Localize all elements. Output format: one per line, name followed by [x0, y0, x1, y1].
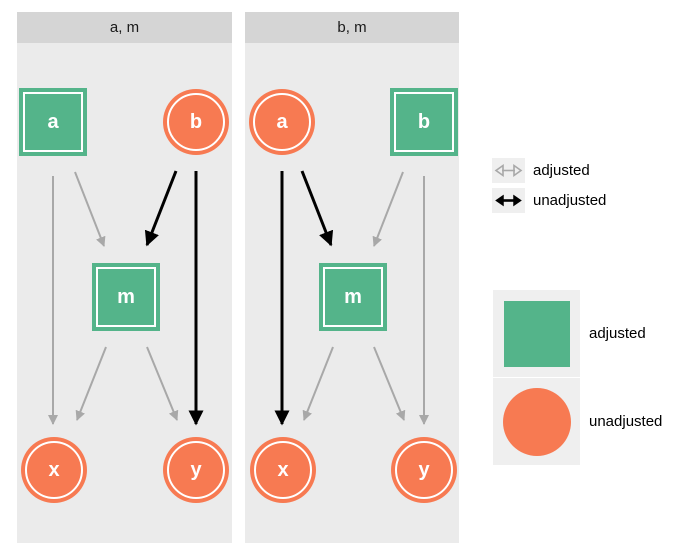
legend-label: unadjusted: [589, 413, 663, 430]
double-arrow-unadjusted-icon: [495, 194, 522, 207]
legend-linetype: adjusted unadjusted: [492, 158, 606, 218]
adjusted-square-icon: [503, 300, 570, 367]
facet-strip-bm: b, m: [245, 12, 459, 43]
panel-plot-area-bm: [245, 43, 459, 543]
unadjusted-circle-icon: [502, 387, 571, 456]
legend-item-unadjusted-line: unadjusted: [492, 188, 606, 213]
legend-item-unadjusted-node: unadjusted: [493, 378, 662, 465]
legend-key: [492, 158, 525, 183]
legend-label: adjusted: [589, 325, 646, 342]
double-arrow-adjusted-icon: [494, 163, 523, 178]
legend-label: unadjusted: [533, 192, 607, 209]
legend-item-adjusted-node: adjusted: [493, 290, 662, 377]
legend-shape: adjusted unadjusted: [493, 290, 662, 466]
panel-plot-area-am: [17, 43, 232, 543]
legend-key: [493, 290, 580, 377]
facet-panel-bm: b, m: [245, 12, 459, 543]
legend-item-adjusted-line: adjusted: [492, 158, 606, 183]
legend-key: [492, 188, 525, 213]
legend-key: [493, 378, 580, 465]
facet-panel-am: a, m: [17, 12, 232, 543]
facet-strip-am: a, m: [17, 12, 232, 43]
legend-label: adjusted: [533, 162, 590, 179]
